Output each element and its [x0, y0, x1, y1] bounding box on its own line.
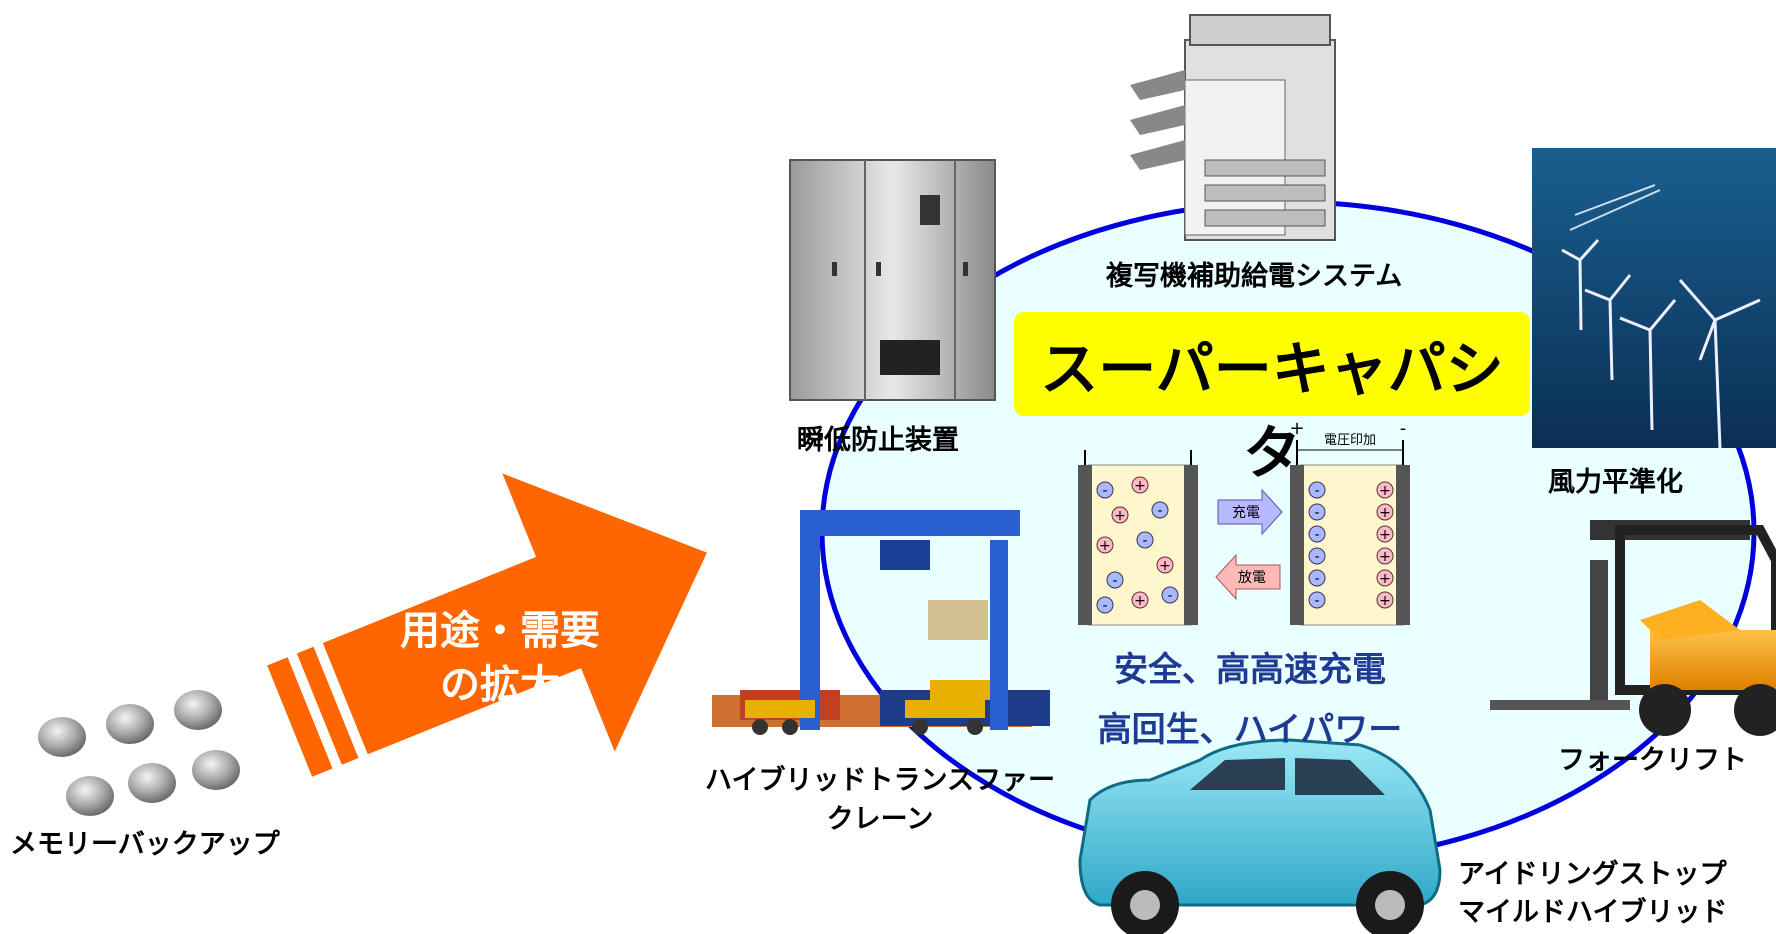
car-icon — [1078, 738, 1442, 934]
label-crane-line1: ハイブリッドトランスファー — [705, 765, 1055, 796]
feature-charging: 安全、高高速充電 — [1114, 650, 1386, 690]
svg-text:-: - — [1314, 483, 1319, 499]
capacitor-diagram: - + + - + - + - + - - - - - - - - + + + — [1078, 418, 1410, 626]
svg-text:+: + — [1134, 593, 1146, 609]
svg-text:+: + — [1159, 558, 1171, 574]
label-car: アイドリングストップ マイルドハイブリッド — [1458, 856, 1727, 932]
charge-label: 充電 — [1232, 505, 1260, 521]
feature-power: 高回生、ハイパワー — [1097, 710, 1403, 750]
memory-backup-coins-icon — [38, 690, 240, 816]
page-title: スーパーキャパシタ — [1040, 335, 1504, 487]
svg-text:-: - — [1314, 593, 1319, 609]
svg-text:-: - — [1314, 505, 1319, 521]
discharge-arrow — [1215, 553, 1281, 601]
svg-text:-: - — [1314, 571, 1319, 587]
forklift-icon — [1490, 520, 1776, 736]
title-highlight — [1014, 312, 1530, 416]
voltage-label: 電圧印加 — [1324, 433, 1376, 448]
copier-icon — [1130, 14, 1336, 241]
svg-text:-: - — [1112, 573, 1117, 589]
svg-text:-: - — [1167, 588, 1172, 604]
plus-terminal: + — [1289, 418, 1304, 439]
svg-text:+: + — [1379, 505, 1391, 521]
label-crane-line2: クレーン — [826, 804, 934, 835]
arrow-label-line1: 用途・需要 — [400, 608, 600, 654]
label-crane: ハイブリッドトランスファー クレーン — [700, 758, 1060, 836]
transfer-crane-icon — [712, 510, 1050, 735]
svg-text:+: + — [1379, 571, 1391, 587]
svg-text:+: + — [1379, 593, 1391, 609]
label-wind: 風力平準化 — [1548, 467, 1683, 498]
svg-text:-: - — [1102, 598, 1107, 614]
wind-farm-icon — [1532, 148, 1776, 449]
arrow-label: 用途・需要 の拡大 — [360, 604, 640, 712]
svg-text:-: - — [1314, 527, 1319, 543]
voltage-sag-cabinet-icon — [789, 159, 996, 401]
label-copier: 複写機補助給電システム — [1106, 261, 1403, 292]
expansion-arrow — [267, 473, 707, 777]
svg-text:-: - — [1157, 503, 1162, 519]
label-car-line2: マイルドハイブリッド — [1458, 897, 1728, 928]
svg-text:+: + — [1114, 508, 1126, 524]
svg-text:+: + — [1379, 527, 1391, 543]
discharge-label: 放電 — [1238, 570, 1266, 586]
arrow-label-line2: の拡大 — [440, 662, 560, 708]
label-memory-backup: メモリーバックアップ — [10, 829, 280, 860]
charge-arrow — [1217, 488, 1283, 536]
label-forklift: フォークリフト — [1558, 745, 1747, 776]
svg-text:+: + — [1099, 538, 1111, 554]
svg-text:-: - — [1142, 533, 1147, 549]
label-voltage-sag: 瞬低防止装置 — [797, 425, 959, 456]
svg-text:+: + — [1134, 478, 1146, 494]
minus-terminal: - — [1400, 418, 1407, 439]
svg-text:+: + — [1379, 483, 1391, 499]
label-car-line1: アイドリングストップ — [1458, 859, 1727, 890]
svg-text:-: - — [1314, 549, 1319, 565]
svg-text:-: - — [1102, 483, 1107, 499]
svg-text:+: + — [1379, 549, 1391, 565]
